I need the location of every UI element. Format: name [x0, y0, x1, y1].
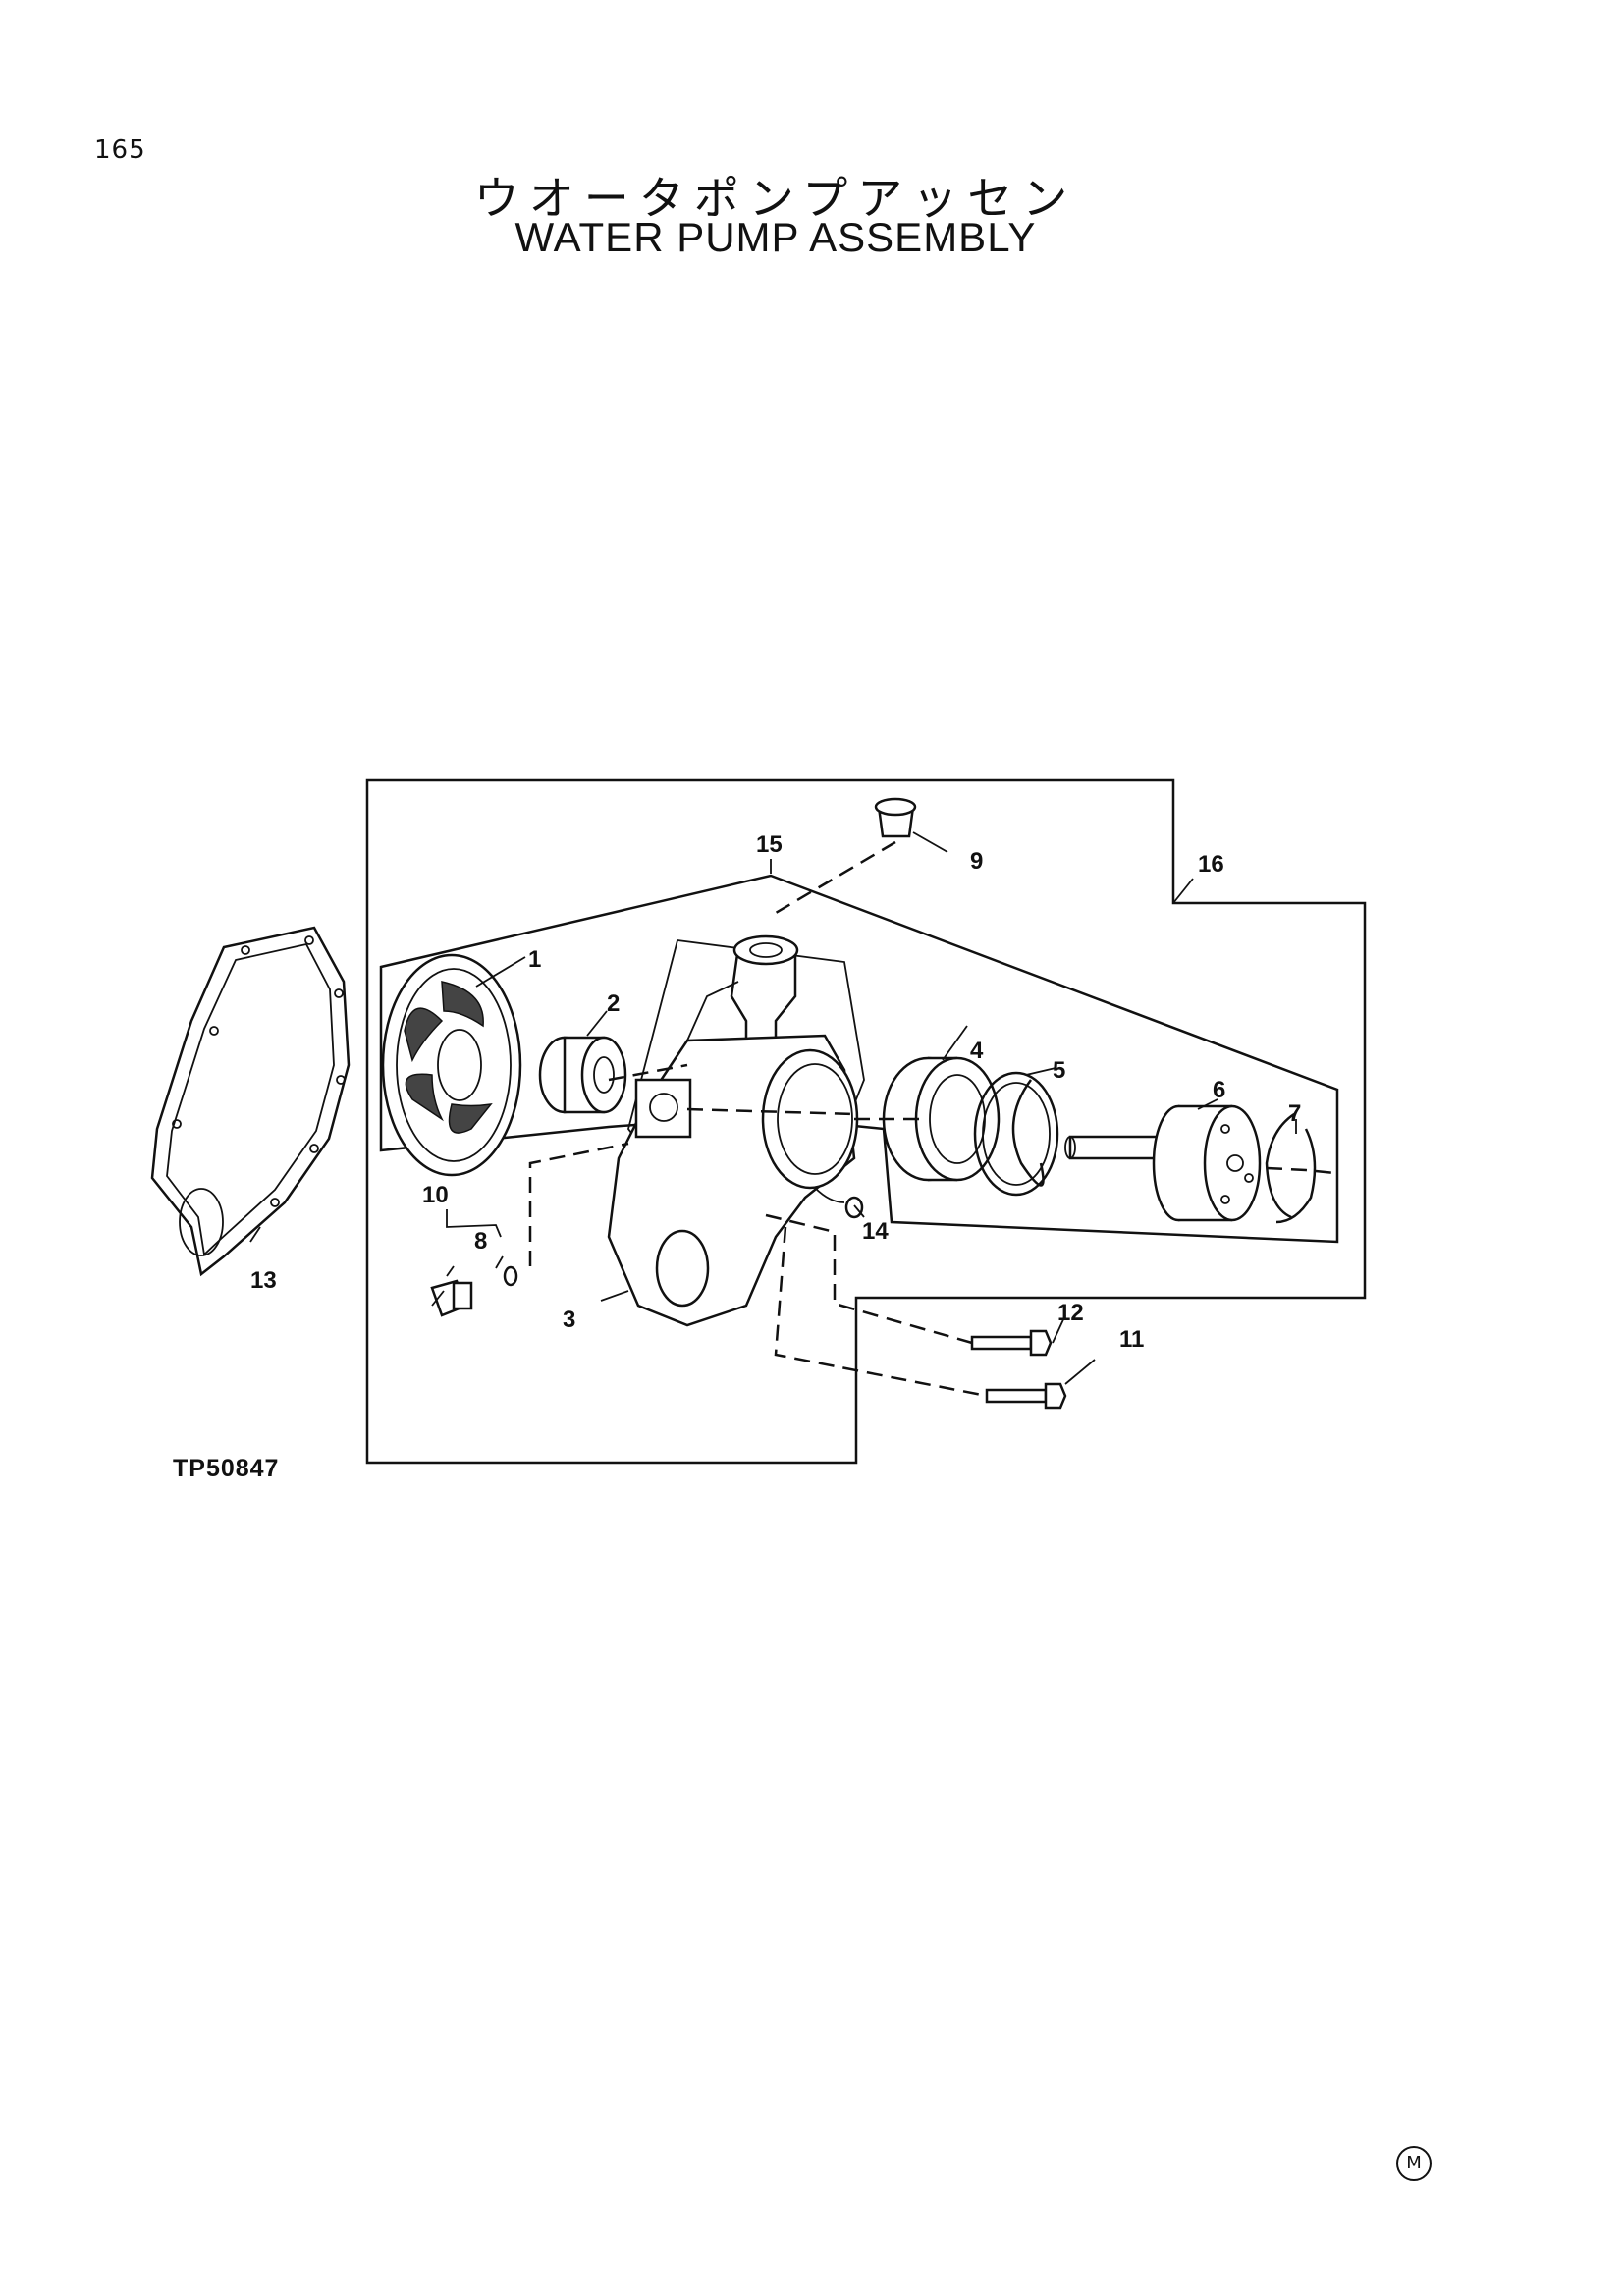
title-japanese: ウオータポンプアッセン — [473, 172, 1078, 225]
seal-icon — [538, 1036, 627, 1114]
callout-16: 16 — [1198, 851, 1224, 878]
snap-ring-icon — [973, 1071, 1059, 1197]
housing-icon — [607, 934, 859, 1327]
callout-15: 15 — [756, 831, 783, 858]
cap-icon — [874, 797, 917, 838]
bolt-long-icon — [985, 1382, 1067, 1410]
callout-5: 5 — [1053, 1057, 1065, 1084]
callout-11: 11 — [1119, 1326, 1144, 1353]
shaft-bearing-icon — [1064, 1104, 1262, 1222]
retaining-ring-icon — [1265, 1112, 1317, 1224]
title-english: WATER PUMP ASSEMBLY — [514, 214, 1037, 260]
bearing-seal-icon — [882, 1056, 1001, 1182]
callout-12: 12 — [1057, 1300, 1084, 1326]
impeller-icon — [381, 953, 522, 1177]
callout-6: 6 — [1213, 1077, 1225, 1103]
callout-10: 10 — [422, 1182, 449, 1208]
callout-14: 14 — [862, 1218, 889, 1245]
plug-icon — [430, 1279, 473, 1317]
callout-8: 8 — [474, 1228, 487, 1255]
figure-id: TP50847 — [173, 1455, 280, 1482]
m-mark: M — [1396, 2146, 1432, 2181]
callout-3: 3 — [563, 1307, 575, 1333]
callout-9: 9 — [970, 848, 983, 875]
assembly-boundary — [365, 778, 1367, 1465]
callout-7: 7 — [1288, 1100, 1301, 1127]
gasket-icon — [150, 926, 351, 1277]
callout-4: 4 — [970, 1038, 984, 1064]
page-number: 165 — [94, 135, 146, 165]
callout-1: 1 — [528, 946, 541, 973]
bolt-short-icon — [970, 1329, 1053, 1357]
callout-13: 13 — [250, 1267, 277, 1294]
callout-2: 2 — [607, 990, 620, 1017]
o-ring-icon — [503, 1265, 518, 1287]
fitting-icon — [814, 1187, 864, 1219]
